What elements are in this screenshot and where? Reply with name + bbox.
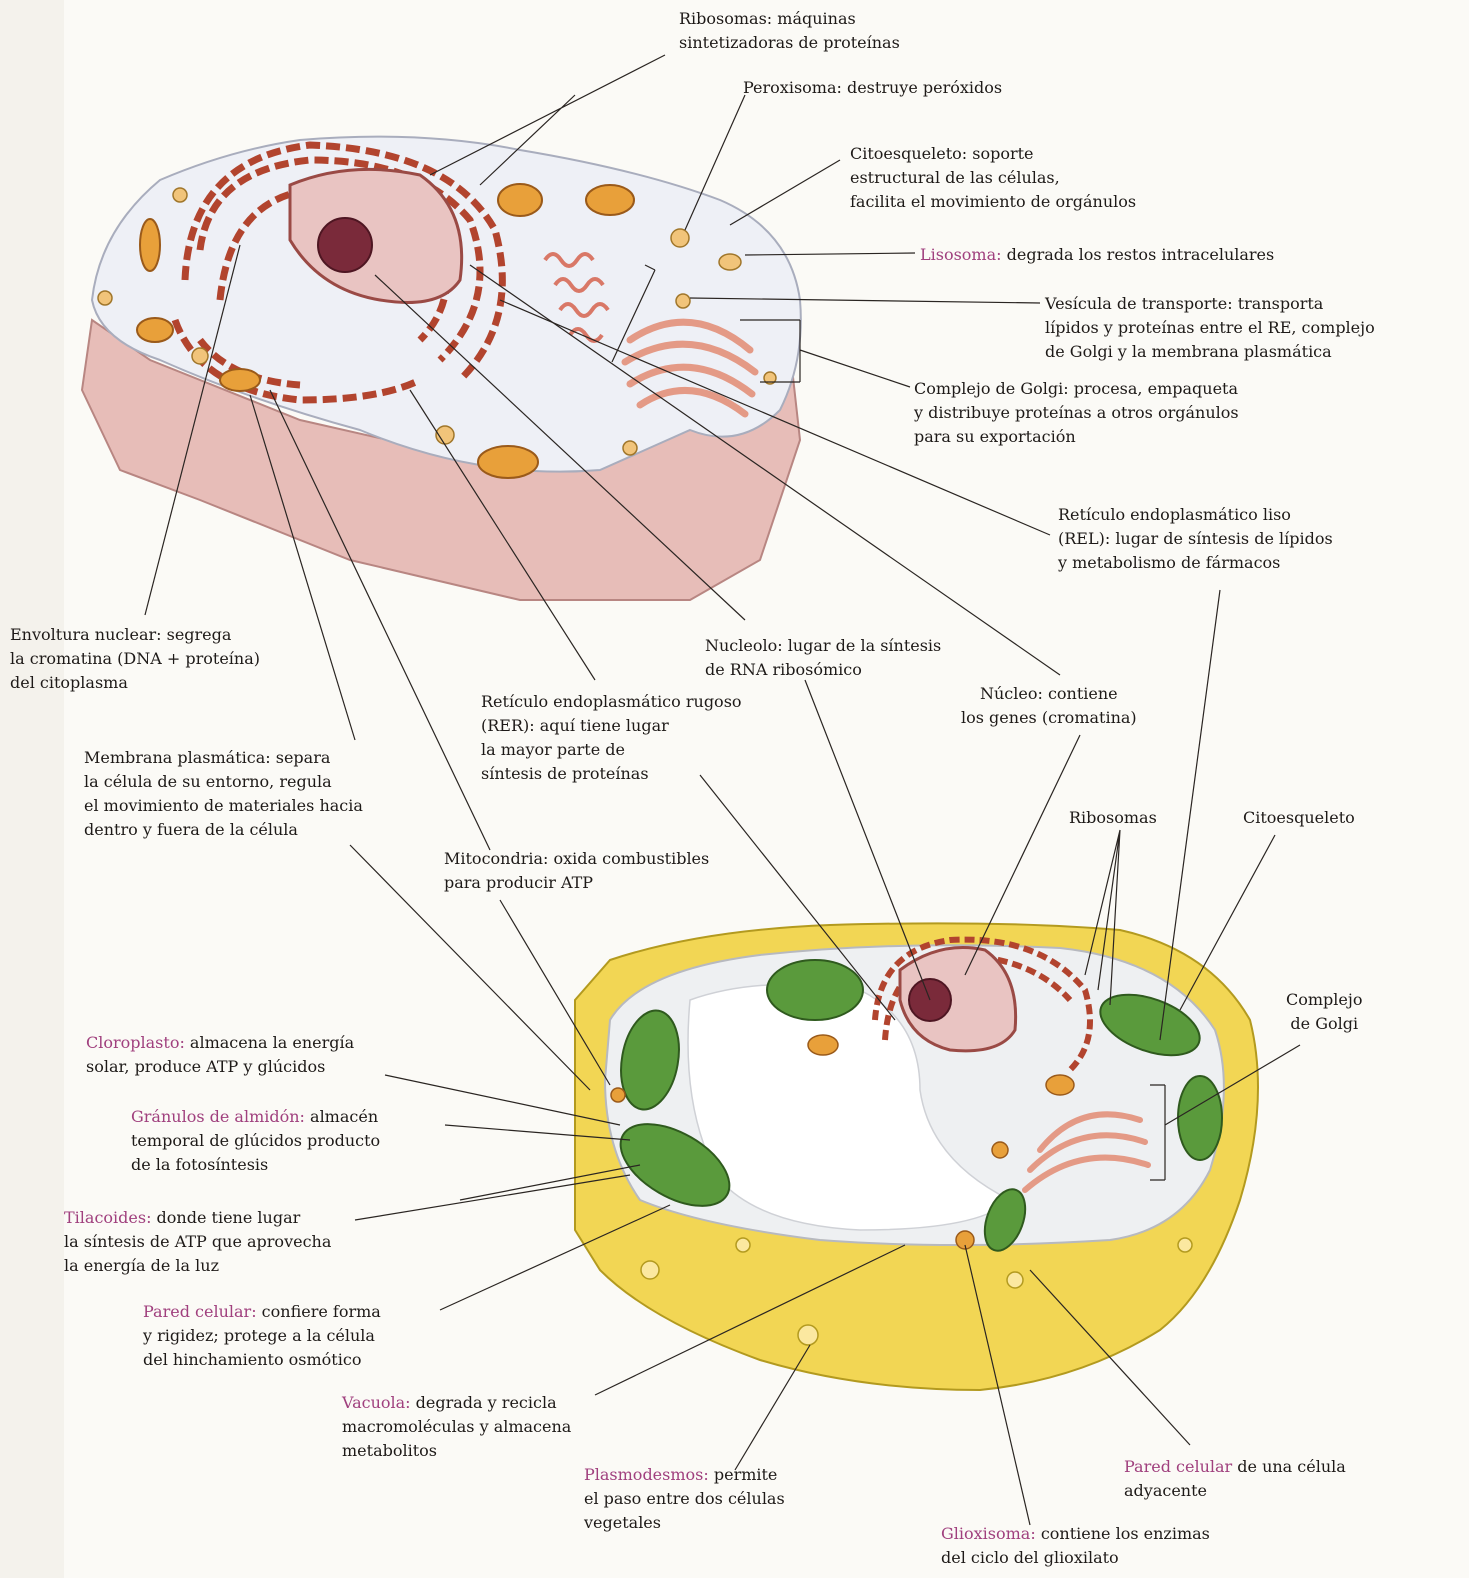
label-envoltura-line3: del citoplasma bbox=[10, 671, 260, 695]
label-nucleolo: Nucleolo: lugar de la síntesis de RNA ri… bbox=[705, 634, 941, 682]
label-vesicula-line3: de Golgi y la membrana plasmática bbox=[1045, 340, 1375, 364]
label-rel-line3: y metabolismo de fármacos bbox=[1058, 551, 1333, 575]
label-lisosoma-term: Lisosoma: bbox=[920, 245, 1002, 264]
label-membrana-line4: dentro y fuera de la célula bbox=[84, 818, 363, 842]
label-pared-adyacente-term: Pared celular bbox=[1124, 1457, 1232, 1476]
label-nucleo-line2: los genes (cromatina) bbox=[961, 706, 1137, 730]
label-granulos: Gránulos de almidón: almacén temporal de… bbox=[131, 1105, 380, 1177]
label-rer-line2: (RER): aquí tiene lugar bbox=[481, 714, 742, 738]
label-ribosomas-plant-line1: Ribosomas bbox=[1069, 806, 1157, 830]
label-pared-rest: confiere forma bbox=[257, 1302, 381, 1321]
label-peroxisoma-line1: Peroxisoma: destruye peróxidos bbox=[743, 76, 1002, 100]
label-granulos-term: Gránulos de almidón: bbox=[131, 1107, 305, 1126]
label-lisosoma: Lisosoma: degrada los restos intracelula… bbox=[920, 243, 1274, 267]
label-pared-term: Pared celular: bbox=[143, 1302, 257, 1321]
label-plasmodesmos-line3: vegetales bbox=[584, 1511, 785, 1535]
label-envoltura: Envoltura nuclear: segrega la cromatina … bbox=[10, 623, 260, 695]
label-glioxisoma: Glioxisoma: contiene los enzimas del cic… bbox=[941, 1522, 1210, 1570]
label-golgi: Complejo de Golgi: procesa, empaqueta y … bbox=[914, 377, 1239, 449]
label-mitocondria-line2: para producir ATP bbox=[444, 871, 709, 895]
label-mitocondria-line1: Mitocondria: oxida combustibles bbox=[444, 847, 709, 871]
label-pared-adyacente-rest: de una célula bbox=[1232, 1457, 1346, 1476]
label-cloroplasto-rest: almacena la energía bbox=[185, 1033, 354, 1052]
label-nucleo-line1: Núcleo: contiene bbox=[961, 682, 1137, 706]
label-golgi-plant-line1: Complejo bbox=[1286, 988, 1362, 1012]
label-glioxisoma-line2: del ciclo del glioxilato bbox=[941, 1546, 1210, 1570]
label-membrana-line2: la célula de su entorno, regula bbox=[84, 770, 363, 794]
label-cloroplasto-term: Cloroplasto: bbox=[86, 1033, 185, 1052]
label-vesicula: Vesícula de transporte: transporta lípid… bbox=[1045, 292, 1375, 364]
nucleolus bbox=[318, 218, 372, 272]
label-tilacoides-term: Tilacoides: bbox=[64, 1208, 151, 1227]
label-vacuola-rest: degrada y recicla bbox=[411, 1393, 557, 1412]
label-golgi-line1: Complejo de Golgi: procesa, empaqueta bbox=[914, 377, 1239, 401]
plant-cell bbox=[575, 923, 1258, 1390]
label-vacuola-line3: metabolitos bbox=[342, 1439, 571, 1463]
label-ribosomas-plant: Ribosomas bbox=[1069, 806, 1157, 830]
label-pared-adyacente: Pared celular de una célula adyacente bbox=[1124, 1455, 1346, 1503]
label-glioxisoma-term: Glioxisoma: bbox=[941, 1524, 1036, 1543]
label-lisosoma-rest: degrada los restos intracelulares bbox=[1002, 245, 1275, 264]
label-plasmodesmos-rest: permite bbox=[709, 1465, 778, 1484]
label-vacuola-term: Vacuola: bbox=[342, 1393, 411, 1412]
label-citoesqueleto-line1: Citoesqueleto: soporte bbox=[850, 142, 1136, 166]
label-plasmodesmos-term: Plasmodesmos: bbox=[584, 1465, 709, 1484]
label-tilacoides-rest: donde tiene lugar bbox=[151, 1208, 300, 1227]
label-granulos-line2: temporal de glúcidos producto bbox=[131, 1129, 380, 1153]
label-cloroplasto: Cloroplasto: almacena la energía solar, … bbox=[86, 1031, 354, 1079]
leader-citoesqueleto-plant bbox=[1180, 835, 1275, 1010]
label-golgi-plant: Complejo de Golgi bbox=[1286, 988, 1362, 1036]
label-rer-line3: la mayor parte de bbox=[481, 738, 742, 762]
label-membrana-line3: el movimiento de materiales hacia bbox=[84, 794, 363, 818]
label-peroxisoma: Peroxisoma: destruye peróxidos bbox=[743, 76, 1002, 100]
label-vesicula-line1: Vesícula de transporte: transporta bbox=[1045, 292, 1375, 316]
label-rer-line1: Retículo endoplasmático rugoso bbox=[481, 690, 742, 714]
label-nucleolo-line1: Nucleolo: lugar de la síntesis bbox=[705, 634, 941, 658]
label-citoesqueleto-plant: Citoesqueleto bbox=[1243, 806, 1355, 830]
label-pared-adyacente-line2: adyacente bbox=[1124, 1479, 1346, 1503]
label-golgi-plant-line2: de Golgi bbox=[1286, 1012, 1362, 1036]
label-tilacoides-line3: la energía de la luz bbox=[64, 1254, 331, 1278]
label-citoesqueleto-line2: estructural de las células, bbox=[850, 166, 1136, 190]
label-nucleolo-line2: de RNA ribosómico bbox=[705, 658, 941, 682]
leader-citoesqueleto bbox=[730, 160, 840, 225]
label-citoesqueleto-line3: facilita el movimiento de orgánulos bbox=[850, 190, 1136, 214]
label-golgi-line3: para su exportación bbox=[914, 425, 1239, 449]
label-ribosomas: Ribosomas: máquinas sintetizadoras de pr… bbox=[679, 7, 900, 55]
label-ribosomas-line1: Ribosomas: máquinas bbox=[679, 7, 900, 31]
label-tilacoides-line2: la síntesis de ATP que aprovecha bbox=[64, 1230, 331, 1254]
label-pared-line3: del hinchamiento osmótico bbox=[143, 1348, 381, 1372]
label-cloroplasto-line2: solar, produce ATP y glúcidos bbox=[86, 1055, 354, 1079]
label-plasmodesmos-line2: el paso entre dos células bbox=[584, 1487, 785, 1511]
label-pared-line2: y rigidez; protege a la célula bbox=[143, 1324, 381, 1348]
label-vacuola-line2: macromoléculas y almacena bbox=[342, 1415, 571, 1439]
label-rel: Retículo endoplasmático liso (REL): luga… bbox=[1058, 503, 1333, 575]
label-citoesqueleto: Citoesqueleto: soporte estructural de la… bbox=[850, 142, 1136, 214]
label-mitocondria: Mitocondria: oxida combustibles para pro… bbox=[444, 847, 709, 895]
label-pared: Pared celular: confiere forma y rigidez;… bbox=[143, 1300, 381, 1372]
label-membrana-line1: Membrana plasmática: separa bbox=[84, 746, 363, 770]
label-rer-line4: síntesis de proteínas bbox=[481, 762, 742, 786]
label-granulos-rest: almacén bbox=[305, 1107, 378, 1126]
label-plasmodesmos: Plasmodesmos: permite el paso entre dos … bbox=[584, 1463, 785, 1535]
label-glioxisoma-rest: contiene los enzimas bbox=[1036, 1524, 1210, 1543]
animal-cell bbox=[82, 137, 801, 600]
label-rel-line2: (REL): lugar de síntesis de lípidos bbox=[1058, 527, 1333, 551]
label-nucleo: Núcleo: contiene los genes (cromatina) bbox=[961, 682, 1137, 730]
label-rel-line1: Retículo endoplasmático liso bbox=[1058, 503, 1333, 527]
label-vacuola: Vacuola: degrada y recicla macromolécula… bbox=[342, 1391, 571, 1463]
label-envoltura-line1: Envoltura nuclear: segrega bbox=[10, 623, 260, 647]
label-golgi-line2: y distribuye proteínas a otros orgánulos bbox=[914, 401, 1239, 425]
label-granulos-line3: de la fotosíntesis bbox=[131, 1153, 380, 1177]
label-vesicula-line2: lípidos y proteínas entre el RE, complej… bbox=[1045, 316, 1375, 340]
label-envoltura-line2: la cromatina (DNA + proteína) bbox=[10, 647, 260, 671]
label-citoesqueleto-plant-line1: Citoesqueleto bbox=[1243, 806, 1355, 830]
label-ribosomas-line2: sintetizadoras de proteínas bbox=[679, 31, 900, 55]
label-tilacoides: Tilacoides: donde tiene lugar la síntesi… bbox=[64, 1206, 331, 1278]
label-membrana: Membrana plasmática: separa la célula de… bbox=[84, 746, 363, 842]
label-rer: Retículo endoplasmático rugoso (RER): aq… bbox=[481, 690, 742, 786]
